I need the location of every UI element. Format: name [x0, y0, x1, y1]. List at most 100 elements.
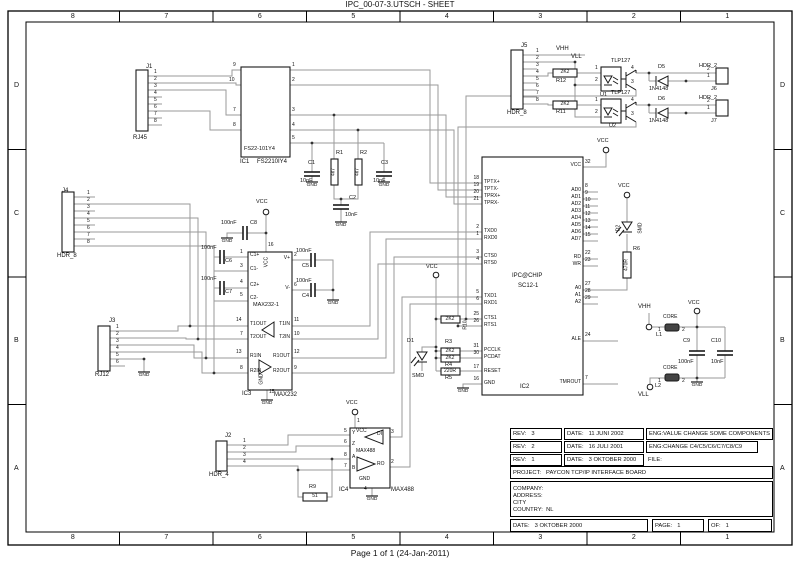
label-470r: 470R [623, 259, 630, 271]
label-1: 1 [292, 62, 295, 68]
label-gnd: GND [258, 373, 265, 385]
label-rj45: RJ45 [133, 135, 148, 141]
label-5: 5 [476, 289, 479, 295]
label-1: 1 [116, 324, 119, 330]
tb-date-cell: DATE: 3 OKTOBER 2000 [510, 519, 648, 532]
label-ic2: IC2 [520, 384, 530, 390]
label-7: 7 [233, 107, 236, 113]
label-2: 2 [682, 378, 685, 384]
city-label: CITY [513, 499, 527, 506]
label-32: 32 [585, 159, 591, 165]
label-ic3: IC3 [242, 391, 252, 397]
label-12: 12 [585, 211, 591, 217]
label-3: 3 [87, 204, 90, 210]
label-c10: C10 [711, 338, 722, 344]
grid-col-label: 5 [351, 534, 356, 541]
label-y: Y [352, 430, 356, 436]
label-10nf: 10nF [300, 178, 313, 184]
label-8: 8 [536, 97, 539, 103]
revision-row-cell: FILE: [646, 454, 726, 466]
label-l2: L2 [655, 383, 662, 389]
label-c4: C4 [302, 293, 310, 299]
label-j1: J1 [146, 64, 153, 70]
project-row: PROJECT: PAYCON TCP/IP INTERFACE BOARD [510, 466, 773, 479]
label-tprx-: TPRX- [484, 200, 499, 206]
grid-row-label: C [14, 209, 20, 217]
tb-of-cell: OF: 1 [708, 519, 772, 532]
label-100nf: 100nF [201, 276, 217, 282]
label-j4: J4 [62, 188, 69, 194]
label-r11: R11 [556, 109, 566, 115]
label-1: 1 [595, 65, 598, 71]
label-r1in: R1IN [250, 353, 262, 359]
label-ro: RO [377, 461, 385, 467]
label-v-: V- [285, 285, 290, 291]
label-6: 6 [116, 359, 119, 365]
label-t1out: T1OUT [250, 321, 267, 327]
label-reset: RESET [484, 368, 501, 374]
label-100nf: 100nF [296, 278, 312, 284]
label-vcc: VCC [426, 264, 438, 270]
label-cts1: CTS1 [484, 315, 497, 321]
sheet-title: IPC_00-07-3.UTSCH - SHEET [345, 0, 455, 9]
label-c8: C8 [250, 220, 258, 226]
label-rd: RD [573, 254, 581, 260]
label-1n4148: 1N4148 [649, 118, 669, 124]
label-3: 3 [240, 263, 243, 269]
grid-col-label: 4 [444, 12, 449, 20]
label-r9: R9 [309, 484, 317, 490]
grid-col-label: 7 [164, 12, 169, 20]
label-vcc: VCC [356, 428, 367, 434]
label-c2: C2 [349, 195, 357, 201]
label-1: 1 [658, 378, 661, 384]
label-14: 14 [585, 225, 591, 231]
revision-row-cell: REV:1 [510, 454, 562, 466]
label-gnd: GND [366, 496, 378, 502]
grid-col-label: 8 [70, 534, 75, 541]
label-14: 14 [236, 317, 242, 323]
label-tlp127: TLP127 [611, 58, 631, 64]
label-a1: A1 [574, 292, 581, 298]
label-4: 4 [240, 279, 243, 285]
label-1: 1 [240, 249, 243, 255]
country-row: COUNTRY: NL [513, 507, 554, 513]
label-txd0: TXD0 [484, 228, 497, 234]
label-2: 2 [292, 77, 295, 83]
grid-col-label: 1 [725, 534, 730, 541]
label-c9: C9 [683, 338, 691, 344]
rev-value: 3 [531, 430, 535, 437]
label-10nf: 10nF [345, 212, 358, 218]
label-3: 3 [391, 429, 394, 435]
label-j6: J6 [711, 86, 717, 92]
label-8: 8 [240, 365, 243, 371]
label-c1: C1 [308, 160, 316, 166]
label-11: 11 [585, 204, 591, 210]
grid-col-label: 2 [631, 534, 636, 541]
date-label: DATE: [567, 456, 584, 463]
label-1: 1 [87, 190, 90, 196]
rev-value: 2 [531, 443, 535, 450]
label-2k2: 2K2 [560, 69, 570, 75]
label-22: 22 [585, 250, 591, 256]
grid-col-label: 3 [538, 12, 543, 20]
label-ad6: AD6 [571, 229, 581, 235]
label-2: 2 [595, 77, 598, 83]
label-6: 6 [294, 282, 297, 288]
label-gnd: GND [691, 382, 703, 388]
label-vll: VLL [638, 392, 649, 398]
label-2: 2 [707, 98, 710, 104]
label-24: 24 [585, 332, 591, 338]
label-8: 8 [344, 452, 347, 458]
grid-row-label: A [14, 464, 19, 472]
label-51: 51 [312, 493, 318, 499]
rev-label: REV: [513, 430, 527, 437]
label-7: 7 [154, 111, 157, 117]
country-value: NL [546, 506, 554, 513]
grid-row-label: A [780, 464, 785, 472]
grid-row-label: C [780, 209, 786, 217]
label-hdr-8: HDR_8 [507, 110, 527, 116]
label-5: 5 [344, 428, 347, 434]
label-u1: U1 [600, 92, 608, 98]
date-value: 11 JUNI 2002 [588, 430, 624, 437]
